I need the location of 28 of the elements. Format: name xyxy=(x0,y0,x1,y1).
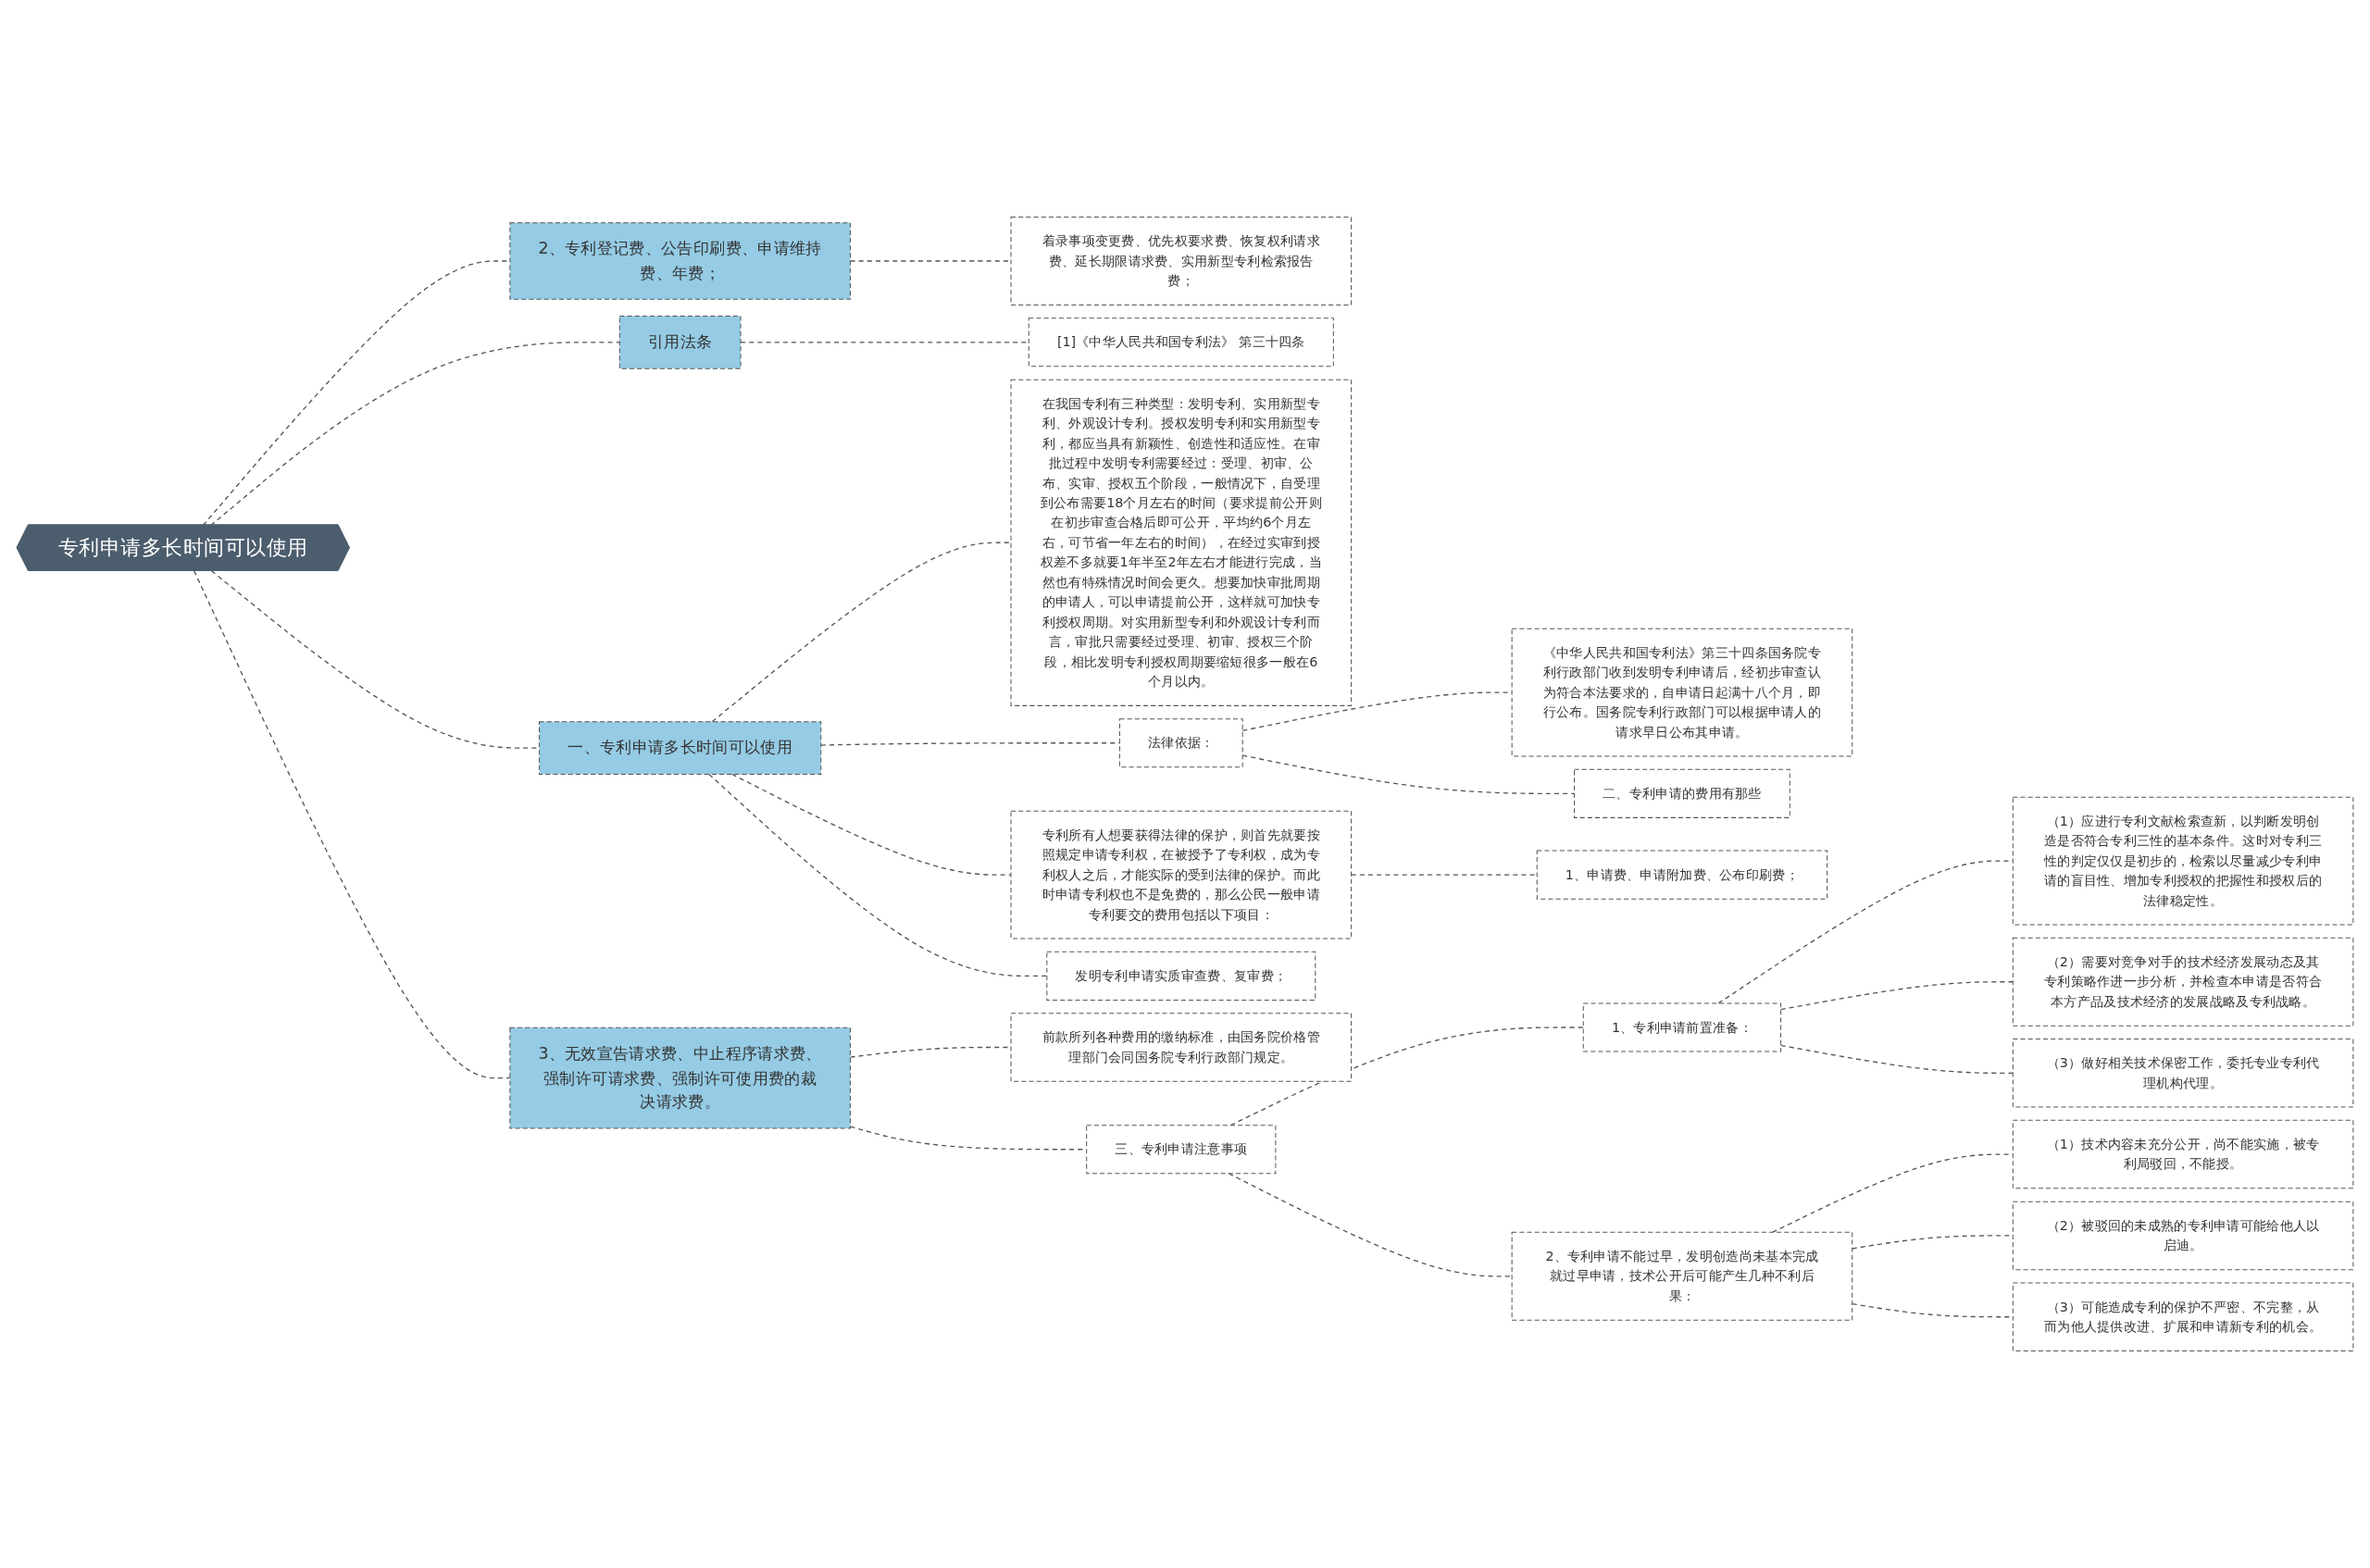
node-box: 三、专利申请注意事项 xyxy=(1086,1125,1277,1175)
node-box: 1、申请费、申请附加费、公布印刷费； xyxy=(1536,850,1828,900)
node-box: 发明专利申请实质审查费、复审费； xyxy=(1046,951,1316,1001)
node-box: 在我国专利有三种类型：发明专利、实用新型专利、外观设计专利。授权发明专利和实用新型专利，都应当具有新颖性、创造性和适应性。在审批过程中发明专利需要经过：受理、初审、公布、实审、授权五个阶段，一般情况下，自受理到公布需要18个月左右的时间（要求提前公开则在初步审查合格后即可公开，平均约6个月左右，可节省一年左右的时间），在经过实审到授权差不多就要1年半至2年左右才能进行完成，当然也有特殊情况时间会更久。想要加快审批周期的申请人，可以申请提前公开，这样就可加快专利授权周期。对实用新型专利和外观设计专利而言，审批只需要经过受理、初审、授权三个阶段，相比发明专利授权周期要缩短很多一般在6个月以内。 xyxy=(1010,379,1353,706)
node-box: （3）做好相关技术保密工作，委托专业专利代理机构代理。 xyxy=(2012,1039,2354,1108)
connector xyxy=(1228,1173,1513,1277)
node-box: 2、专利登记费、公告印刷费、申请维持费、年费； xyxy=(509,222,851,300)
node-box: （2）被驳回的未成熟的专利申请可能给他人以启迪。 xyxy=(2012,1201,2354,1271)
node-box: 前款所列各种费用的缴纳标准，由国务院价格管理部门会同国务院专利行政部门规定。 xyxy=(1010,1013,1353,1082)
node-box: 二、专利申请的费用有那些 xyxy=(1574,768,1790,818)
connector xyxy=(210,342,620,527)
node-box: 法律依据： xyxy=(1118,718,1243,768)
node-box: 着录事项变更费、优先权要求费、恢复权利请求费、延长期限请求费、实用新型专利检索报告费； xyxy=(1010,217,1353,305)
node-box: （3）可能造成专利的保护不严密、不完整，从而为他人提供改进、扩展和申请新专利的机会。 xyxy=(2012,1282,2354,1351)
node-box: [1]《中华人民共和国专利法》 第三十四条 xyxy=(1028,317,1334,367)
connector xyxy=(711,541,1012,723)
node-box: 专利所有人想要获得法律的保护，则首先就要按照规定申请专利权，在被授予了专利权，成为专利权人之后，才能实际的受到法律的保护。而此时申请专利权也不是免费的，那么公民一般申请专利要交的费用包括以下项目： xyxy=(1010,810,1353,940)
node-box: 3、无效宣告请求费、中止程序请求费、强制许可请求费、强制许可使用费的裁决请求费。 xyxy=(509,1027,851,1129)
node-box: （1）应进行专利文献检索查新，以判断发明创造是否符合专利三性的基本条件。这时对专利三性的判定仅仅是初步的，检索以尽量减少专利申请的盲目性、增加专利授权的把握性和授权后的法律稳定性。 xyxy=(2012,796,2354,926)
connector xyxy=(1229,1027,1584,1126)
node-box: （1）技术内容未充分公开，尚不能实施，被专利局驳回，不能授。 xyxy=(2012,1119,2354,1189)
node-box: （2）需要对竞争对手的技术经济发展动态及其专利策略作进一步分析，并检查本申请是否符合本方产品及技术经济的发展战略及专利战略。 xyxy=(2012,937,2354,1027)
node-box: 引用法条 xyxy=(618,315,742,369)
node-box: 《中华人民共和国专利法》第三十四条国务院专利行政部门收到发明专利申请后，经初步审查认为符合本法要求的，自申请日起满十八个月，即行公布。国务院专利行政部门可以根据申请人的请求早日公布其申请。 xyxy=(1511,628,1853,757)
connector xyxy=(730,773,1012,876)
node-box: 2、专利申请不能过早，发明创造尚未基本完成就过早申请，技术公开后可能产生几种不利后果： xyxy=(1511,1231,1853,1321)
node-box: 1、专利申请前置准备： xyxy=(1582,1002,1782,1052)
node-box: 一、专利申请多长时间可以使用 xyxy=(539,721,822,775)
